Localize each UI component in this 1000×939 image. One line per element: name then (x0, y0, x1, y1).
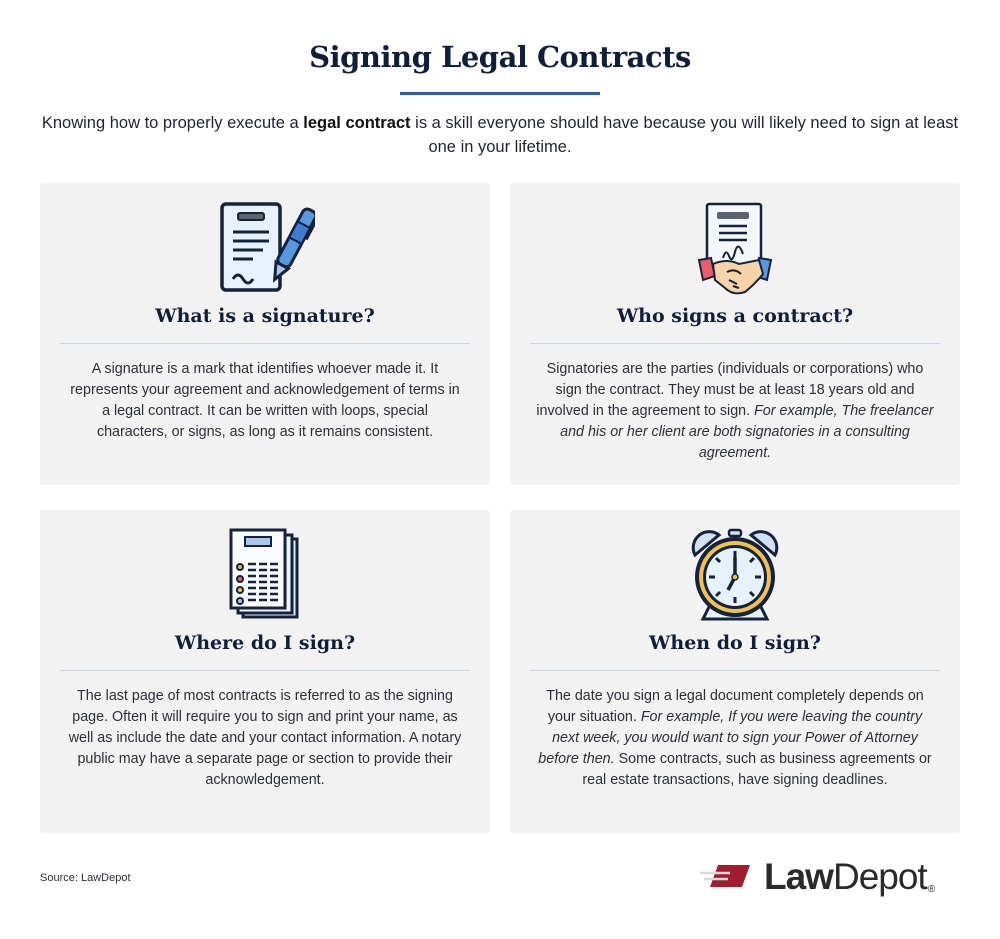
card-body-text-end: Some contracts, such as business agreeme… (582, 751, 932, 788)
lawdepot-logo-mark-icon (700, 865, 750, 887)
card-divider (530, 343, 940, 344)
card-body-example: For example, If you were leaving the cou… (538, 709, 923, 767)
intro-text-end: is a skill everyone should have because … (410, 114, 959, 156)
card-when-sign: When do I sign? The date you sign a lega… (510, 510, 960, 833)
card-body: The last page of most contracts is refer… (66, 686, 464, 791)
card-body-text: The date you sign a legal document compl… (546, 688, 924, 725)
card-title: Where do I sign? (174, 632, 356, 654)
card-divider (60, 670, 470, 671)
document-stack-icon (215, 527, 315, 622)
card-body-text: The last page of most contracts is refer… (68, 688, 462, 788)
card-where-sign: Where do I sign? The last page of most c… (40, 510, 490, 833)
lawdepot-wordmark: LawDepot® (764, 855, 935, 897)
legal-contract-link: legal contract (303, 114, 411, 132)
card-title: Who signs a contract? (616, 305, 854, 327)
card-body-example: For example, The freelancer and his or h… (560, 403, 934, 461)
card-who-signs: Who signs a contract? Signatories are th… (510, 183, 960, 485)
registered-mark: ® (927, 883, 935, 895)
card-what-is-signature: What is a signature? A signature is a ma… (40, 183, 490, 485)
alarm-clock-icon (685, 527, 785, 622)
document-pen-icon (215, 200, 315, 295)
logo-depot: Depot (832, 855, 928, 897)
contract-handshake-icon (685, 200, 785, 295)
card-body: A signature is a mark that identifies wh… (66, 359, 464, 443)
card-title: What is a signature? (155, 305, 375, 327)
card-title: When do I sign? (649, 632, 821, 654)
lawdepot-logo[interactable]: LawDepot® (700, 855, 960, 897)
card-body-text: Signatories are the parties (individuals… (536, 361, 924, 419)
card-body: Signatories are the parties (individuals… (536, 359, 934, 464)
intro-text: Knowing how to properly execute a legal … (30, 111, 970, 159)
card-body-text: A signature is a mark that identifies wh… (70, 361, 460, 440)
intro-text-start: Knowing how to properly execute a (41, 114, 304, 132)
title-underline (400, 92, 600, 95)
logo-law: Law (764, 855, 834, 897)
card-divider (60, 343, 470, 344)
page-title: Signing Legal Contracts (309, 40, 691, 74)
card-body: The date you sign a legal document compl… (536, 686, 934, 791)
card-divider (530, 670, 940, 671)
source-credit: Source: LawDepot (40, 872, 131, 884)
